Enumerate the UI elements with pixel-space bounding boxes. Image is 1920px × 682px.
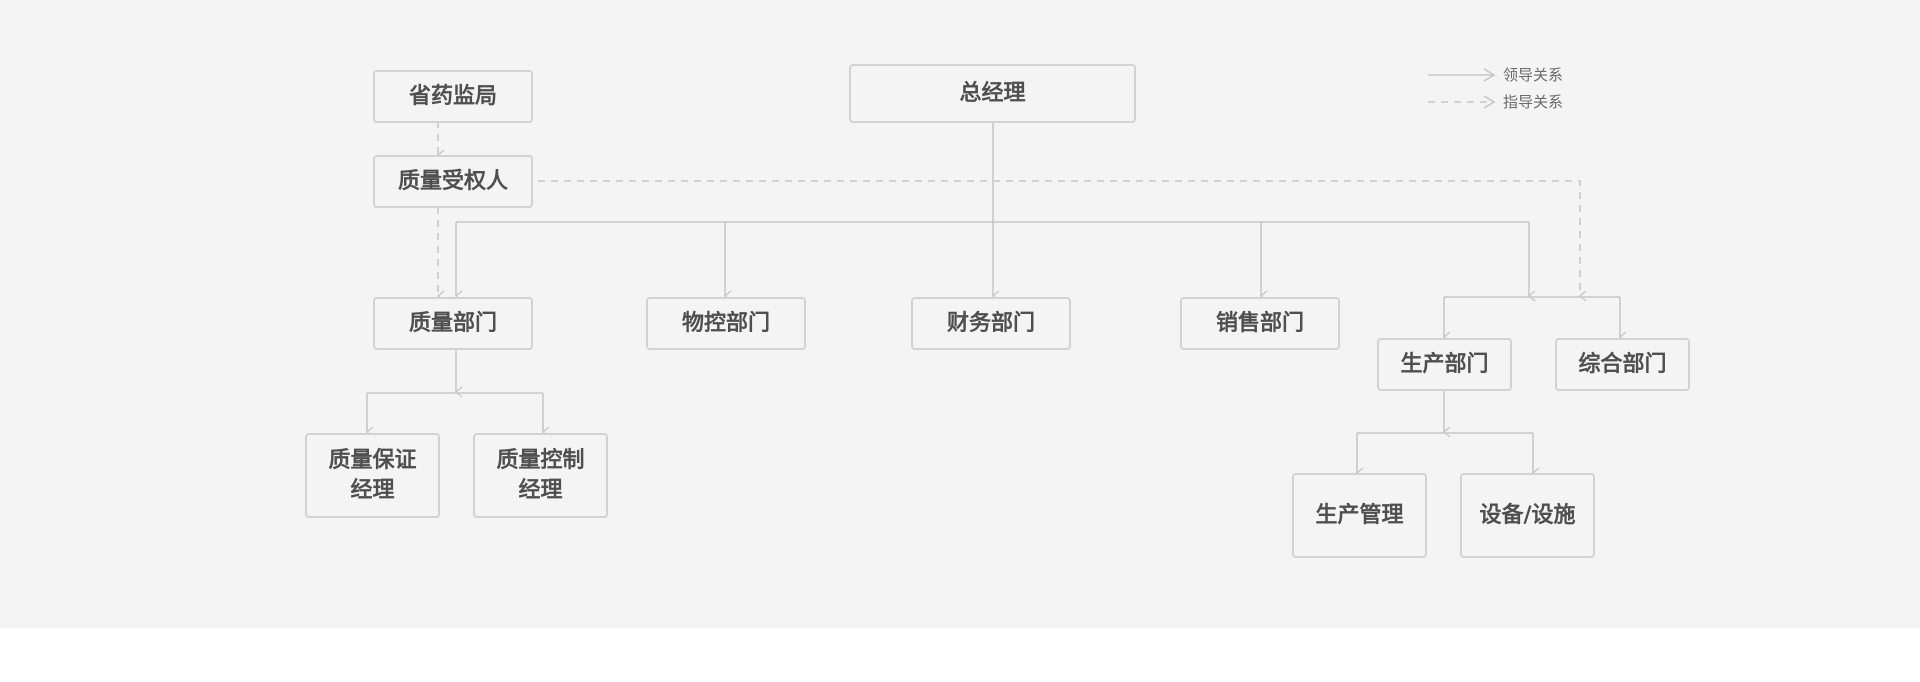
node-materials-dept: 物控部门 <box>646 297 806 350</box>
legend-dashed-label: 指导关系 <box>1503 93 1564 111</box>
node-quality-dept-label: 质量部门 <box>408 310 497 336</box>
node-finance-dept: 财务部门 <box>911 297 1071 350</box>
node-drug-bureau: 省药监局 <box>373 70 533 123</box>
node-qa-manager: 质量保证 经理 <box>305 433 440 518</box>
node-production-dept: 生产部门 <box>1377 338 1512 391</box>
connector-layer <box>365 68 1627 479</box>
legend-dashed-arrow <box>1483 95 1496 109</box>
node-qc-manager-line1: 质量控制 <box>496 447 585 473</box>
node-equipment-facilities-label: 设备/设施 <box>1479 502 1576 528</box>
legend-solid-label: 领导关系 <box>1503 66 1564 84</box>
node-equipment-facilities: 设备/设施 <box>1460 473 1595 558</box>
link-authorized-to-general-affairs <box>538 180 1587 302</box>
node-quality-authorized-person: 质量受权人 <box>373 155 533 208</box>
node-materials-dept-label: 物控部门 <box>681 310 770 336</box>
node-general-affairs-dept-label: 综合部门 <box>1578 351 1667 377</box>
node-production-mgmt-label: 生产管理 <box>1315 502 1404 528</box>
node-finance-dept-label: 财务部门 <box>946 310 1035 336</box>
node-production-mgmt: 生产管理 <box>1292 473 1427 558</box>
node-qc-manager: 质量控制 经理 <box>473 433 608 518</box>
node-general-affairs-dept: 综合部门 <box>1555 338 1690 391</box>
node-qc-manager-text: 质量控制 经理 <box>496 446 584 505</box>
node-general-manager-label: 总经理 <box>959 80 1026 106</box>
node-sales-dept-label: 销售部门 <box>1215 310 1304 336</box>
node-qc-manager-line2: 经理 <box>518 477 563 503</box>
node-quality-authorized-person-label: 质量受权人 <box>397 168 508 194</box>
node-drug-bureau-label: 省药监局 <box>408 83 497 109</box>
node-production-dept-label: 生产部门 <box>1400 351 1489 377</box>
node-sales-dept: 销售部门 <box>1180 297 1340 350</box>
node-qa-manager-text: 质量保证 经理 <box>328 446 416 505</box>
legend-solid-arrow <box>1483 68 1496 82</box>
node-qa-manager-line2: 经理 <box>350 477 395 503</box>
org-chart-canvas: 领导关系 指导关系 省药监局 总经理 质量受权人 质量部门 物控部门 财务部门 … <box>0 0 1920 628</box>
node-general-manager: 总经理 <box>849 64 1136 123</box>
node-quality-dept: 质量部门 <box>373 297 533 350</box>
node-qa-manager-line1: 质量保证 <box>328 447 417 473</box>
